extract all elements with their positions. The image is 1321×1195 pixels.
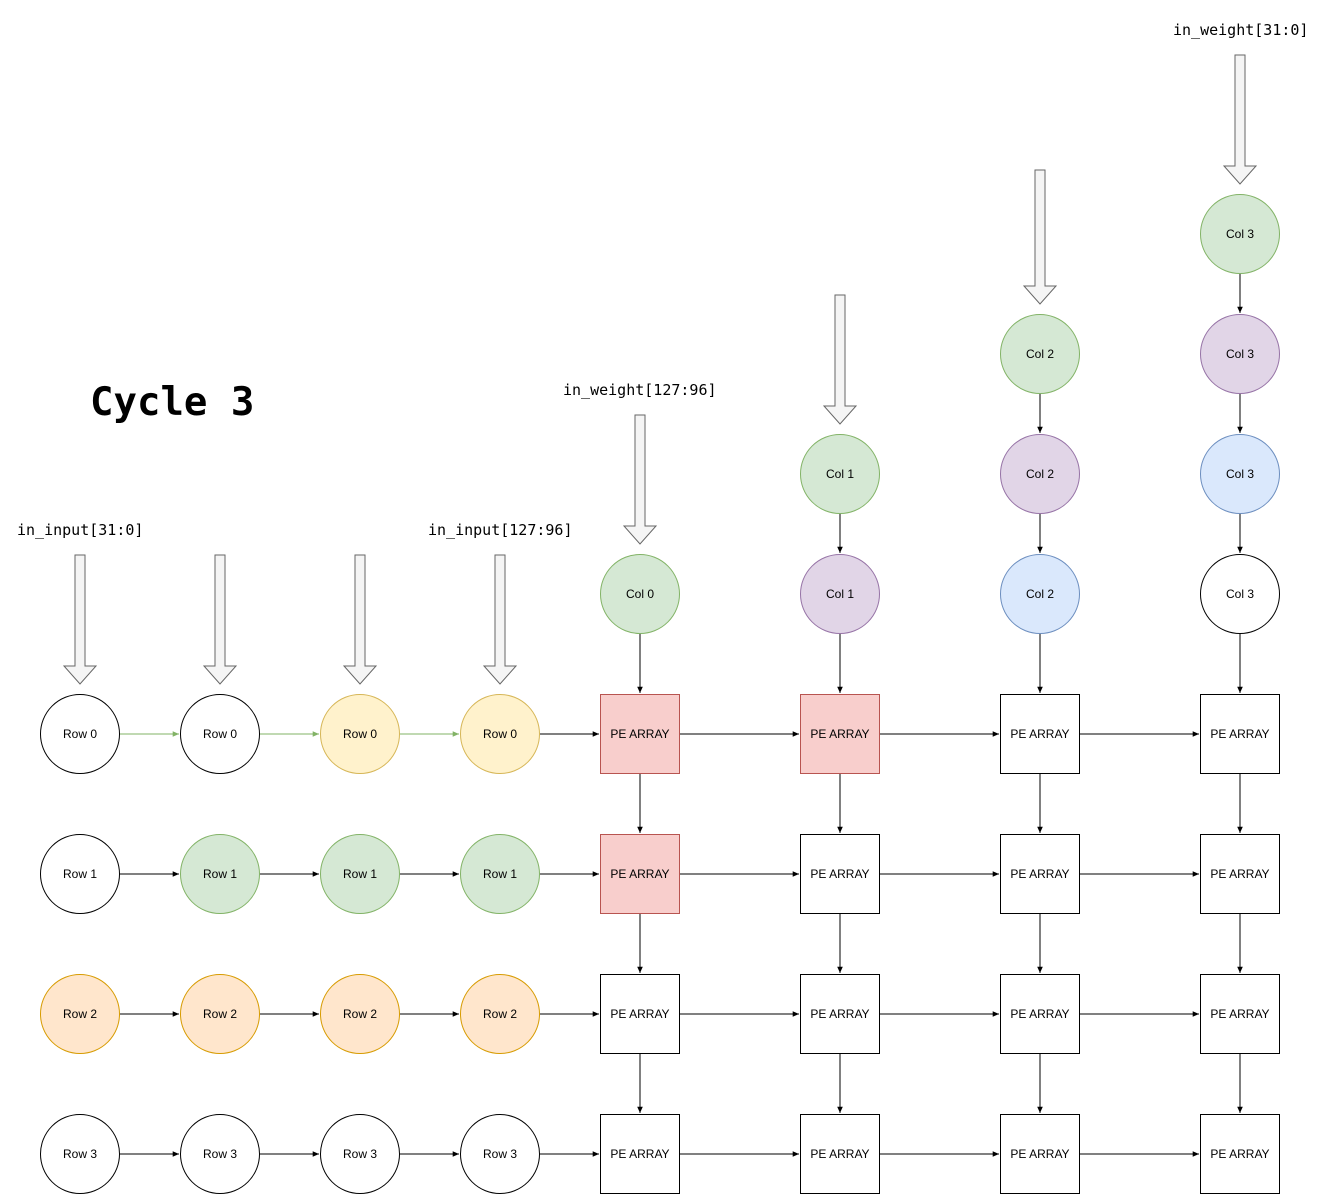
- input-row-3-stage-3: Row 3: [460, 1114, 540, 1194]
- pe-array-r0-c0: PE ARRAY: [600, 694, 680, 774]
- weight-col-3-stage-1: Col 3: [1200, 434, 1280, 514]
- input-feed-arrow-3: [482, 554, 518, 685]
- weight-col-1-stage-1: Col 1: [800, 434, 880, 514]
- input-feed-arrow-1: [202, 554, 238, 685]
- weight-col-3-stage-3: Col 3: [1200, 194, 1280, 274]
- pe-array-r3-c3: PE ARRAY: [1200, 1114, 1280, 1194]
- weight-col-0-stage-0: Col 0: [600, 554, 680, 634]
- pe-array-r3-c1: PE ARRAY: [800, 1114, 880, 1194]
- diagram-title: Cycle 3: [90, 380, 255, 425]
- pe-array-r1-c1: PE ARRAY: [800, 834, 880, 914]
- pe-array-r0-c2: PE ARRAY: [1000, 694, 1080, 774]
- pe-array-r3-c2: PE ARRAY: [1000, 1114, 1080, 1194]
- input-row-0-stage-0: Row 0: [40, 694, 120, 774]
- input-row-3-stage-1: Row 3: [180, 1114, 260, 1194]
- input-row-0-stage-1: Row 0: [180, 694, 260, 774]
- input-row-2-stage-1: Row 2: [180, 974, 260, 1054]
- weight-col-1-stage-0: Col 1: [800, 554, 880, 634]
- input-feed-arrow-2: [342, 554, 378, 685]
- input-row-2-stage-3: Row 2: [460, 974, 540, 1054]
- pe-array-r0-c3: PE ARRAY: [1200, 694, 1280, 774]
- weight-col-3-stage-2: Col 3: [1200, 314, 1280, 394]
- weight-col-2-stage-0: Col 2: [1000, 554, 1080, 634]
- weight-feed-arrow-0: [622, 414, 658, 545]
- input-row-3-stage-2: Row 3: [320, 1114, 400, 1194]
- weight-col-2-stage-1: Col 2: [1000, 434, 1080, 514]
- input-row-0-stage-2: Row 0: [320, 694, 400, 774]
- pe-array-r1-c2: PE ARRAY: [1000, 834, 1080, 914]
- weight-feed-arrow-3: [1222, 54, 1258, 185]
- pe-array-r1-c3: PE ARRAY: [1200, 834, 1280, 914]
- input-row-2-stage-0: Row 2: [40, 974, 120, 1054]
- in-weight-first-label: in_weight[127:96]: [563, 381, 717, 399]
- input-row-2-stage-2: Row 2: [320, 974, 400, 1054]
- pe-array-r2-c2: PE ARRAY: [1000, 974, 1080, 1054]
- input-feed-arrow-0: [62, 554, 98, 685]
- pe-array-r1-c0: PE ARRAY: [600, 834, 680, 914]
- pe-array-r2-c1: PE ARRAY: [800, 974, 880, 1054]
- pe-array-r3-c0: PE ARRAY: [600, 1114, 680, 1194]
- weight-col-2-stage-2: Col 2: [1000, 314, 1080, 394]
- input-row-1-stage-0: Row 1: [40, 834, 120, 914]
- input-row-1-stage-2: Row 1: [320, 834, 400, 914]
- input-row-1-stage-1: Row 1: [180, 834, 260, 914]
- pe-array-r2-c0: PE ARRAY: [600, 974, 680, 1054]
- pe-array-r2-c3: PE ARRAY: [1200, 974, 1280, 1054]
- weight-feed-arrow-2: [1022, 169, 1058, 305]
- input-row-0-stage-3: Row 0: [460, 694, 540, 774]
- weight-feed-arrow-1: [822, 294, 858, 425]
- input-row-1-stage-3: Row 1: [460, 834, 540, 914]
- weight-col-3-stage-0: Col 3: [1200, 554, 1280, 634]
- in-input-last-label: in_input[127:96]: [428, 521, 573, 539]
- in-weight-last-label: in_weight[31:0]: [1173, 21, 1309, 39]
- input-row-3-stage-0: Row 3: [40, 1114, 120, 1194]
- in-input-first-label: in_input[31:0]: [17, 521, 144, 539]
- pe-array-r0-c1: PE ARRAY: [800, 694, 880, 774]
